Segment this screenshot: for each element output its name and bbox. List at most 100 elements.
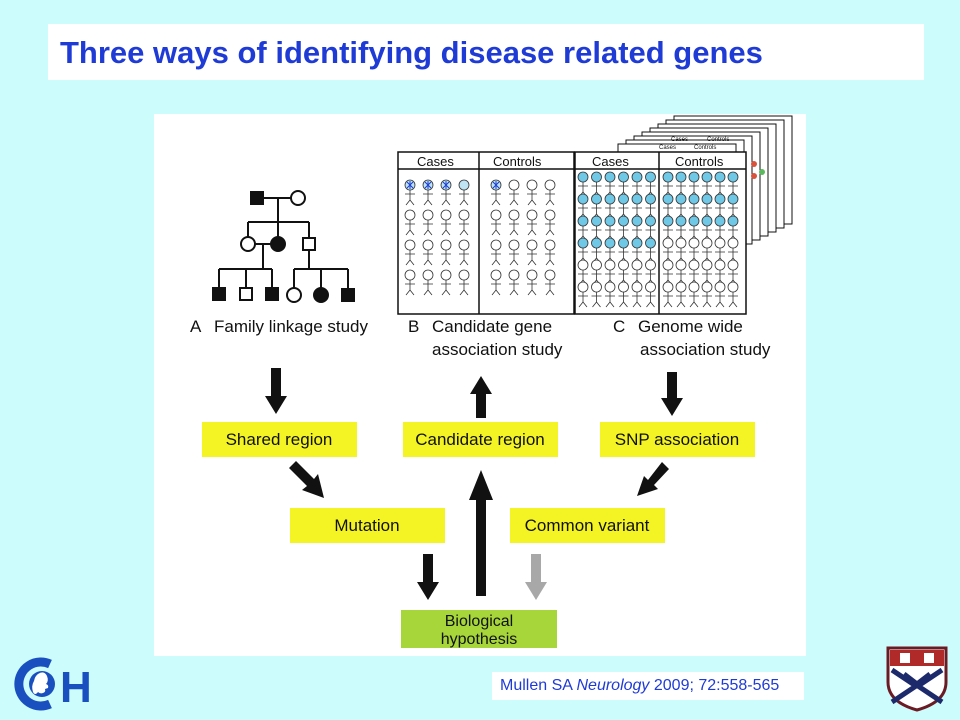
back-sheet-label-controls: Controls (694, 145, 716, 151)
mutation-box: Mutation (290, 508, 445, 543)
person-figure (440, 269, 452, 296)
shared-region-label: Shared region (226, 430, 333, 449)
arrow-down-to-shared-region (265, 368, 287, 414)
back-sheet-label-cases: Cases (659, 145, 676, 151)
person-figure (490, 179, 502, 206)
person-figure (675, 171, 687, 198)
person-figure (508, 179, 520, 206)
person-figure (701, 259, 713, 286)
person-figure (631, 259, 643, 286)
table-c-people (577, 171, 739, 308)
person-figure (604, 215, 616, 242)
person-figure (727, 171, 739, 198)
person-figure (645, 237, 656, 264)
person-figure (662, 281, 674, 308)
person-figure (714, 259, 726, 286)
person-figure (631, 281, 643, 308)
back-sheet-label-cases-2: Cases (671, 137, 688, 143)
person-figure (544, 209, 556, 236)
person-figure (544, 239, 556, 266)
person-figure (404, 179, 416, 206)
person-figure (675, 259, 687, 286)
person-figure (404, 209, 416, 236)
person-figure (701, 237, 713, 264)
person-figure (544, 179, 556, 206)
person-figure (458, 209, 470, 236)
person-figure (701, 171, 713, 198)
biological-hypothesis-line1: Biological (445, 613, 513, 630)
arrow-up-to-candidate-study (470, 376, 492, 418)
person-figure (727, 215, 739, 242)
person-figure (591, 215, 602, 242)
person-figure (490, 209, 502, 236)
person-figure (526, 269, 538, 296)
title-banner: Three ways of identifying disease relate… (48, 24, 924, 80)
person-figure (604, 193, 616, 220)
person-figure (645, 215, 656, 242)
person-figure (440, 209, 452, 236)
back-sheet-marker (751, 173, 757, 179)
person-figure (508, 209, 520, 236)
common-variant-label: Common variant (525, 516, 650, 535)
person-figure (458, 179, 470, 206)
person-figure (688, 281, 700, 308)
table-b-people (404, 179, 556, 296)
person-figure (727, 281, 739, 308)
person-figure (675, 215, 687, 242)
person-figure (701, 281, 713, 308)
panel-b-letter: B (408, 317, 419, 336)
person-figure (591, 171, 602, 198)
panel-a-letter: A (190, 317, 202, 336)
person-figure (727, 259, 739, 286)
person-figure (618, 259, 629, 286)
person-figure (675, 193, 687, 220)
person-figure (688, 171, 700, 198)
person-figure (604, 171, 616, 198)
person-figure (645, 171, 656, 198)
shared-region-box: Shared region (202, 422, 357, 457)
table-c-header-controls: Controls (675, 154, 724, 169)
citation-author: Mullen SA (500, 677, 577, 694)
person-figure (577, 281, 589, 308)
person-figure (618, 215, 629, 242)
person-figure (675, 281, 687, 308)
university-shield-icon (886, 646, 948, 717)
arrow-common-variant-to-hypothesis (525, 554, 547, 600)
person-figure (688, 215, 700, 242)
person-figure (631, 215, 643, 242)
mutation-label: Mutation (334, 516, 399, 535)
person-figure (631, 193, 643, 220)
logo-h-letter: H (60, 663, 92, 712)
person-figure (662, 215, 674, 242)
person-figure (688, 193, 700, 220)
person-figure (508, 239, 520, 266)
gwas-sheet-stack: Cases Controls Cases Controls Cases Cont… (574, 115, 793, 315)
back-sheet-marker (751, 161, 757, 167)
person-figure (701, 215, 713, 242)
person-figure (591, 193, 602, 220)
panel-c-caption-line2: association study (640, 340, 771, 359)
citation-details: 2009; 72:558-565 (649, 677, 780, 694)
person-figure (714, 281, 726, 308)
person-figure (618, 193, 629, 220)
panel-c-letter: C (613, 317, 625, 336)
biological-hypothesis-box: Biological hypothesis (401, 610, 557, 648)
panel-c-caption-line1: Genome wide (638, 317, 743, 336)
person-figure (490, 269, 502, 296)
person-figure (645, 281, 656, 308)
common-variant-box: Common variant (510, 508, 665, 543)
person-figure (458, 269, 470, 296)
snp-association-label: SNP association (615, 430, 739, 449)
pedigree-diagram (212, 190, 355, 303)
person-figure (714, 193, 726, 220)
person-figure (604, 281, 616, 308)
arrow-snp-to-common-variant (637, 462, 669, 496)
arrow-mutation-to-hypothesis (417, 554, 439, 600)
person-figure (688, 259, 700, 286)
person-figure (645, 259, 656, 286)
person-figure (645, 193, 656, 220)
person-figure (440, 179, 452, 206)
person-figure (618, 281, 629, 308)
person-figure (662, 237, 674, 264)
person-figure (662, 171, 674, 198)
